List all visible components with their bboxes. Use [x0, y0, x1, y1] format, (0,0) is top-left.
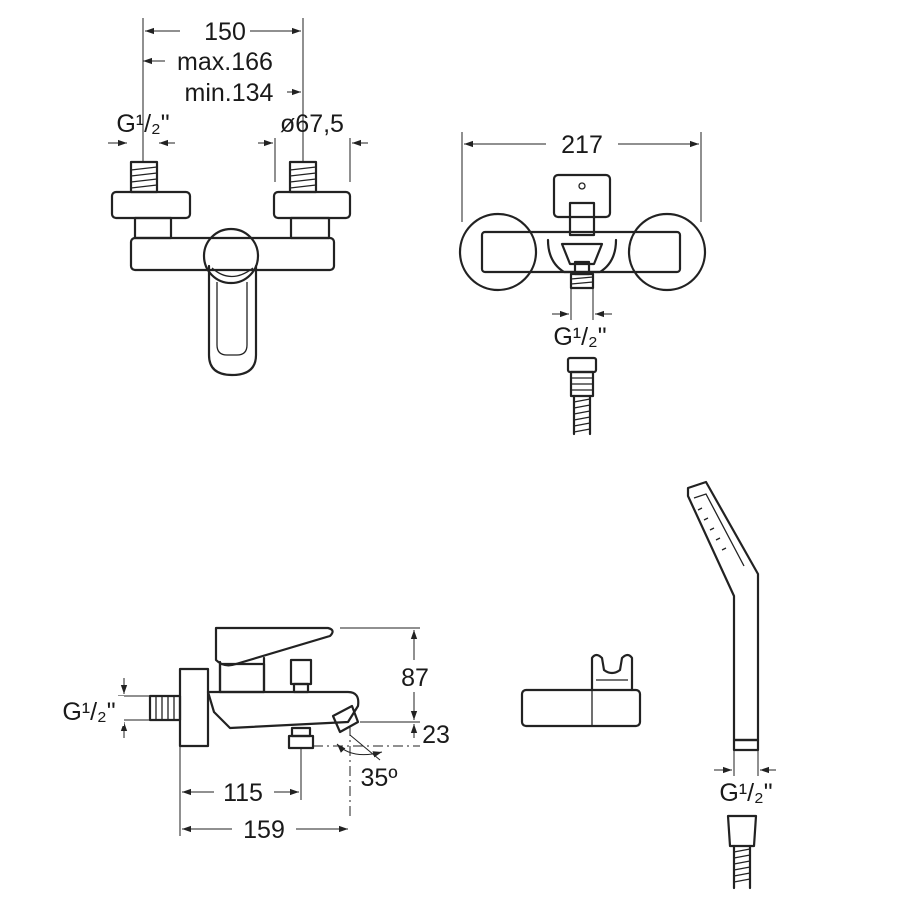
thread-label-front: G¹/₂": [116, 110, 169, 138]
left-escutcheon: [110, 190, 192, 220]
top-view: 217 G¹/₂": [458, 127, 707, 436]
mixer-body-top: [480, 230, 682, 274]
dim-217-label: 217: [561, 131, 603, 159]
mixer-lever: [207, 264, 258, 377]
right-inlet-connector: [288, 160, 318, 194]
hand-shower-body: [686, 480, 760, 742]
dim-min-label: min.134: [185, 79, 274, 107]
dim-max-label: max.166: [177, 48, 273, 76]
mixer-body-side: [206, 690, 360, 730]
holder-base: [520, 688, 642, 728]
dim-115-label: 115: [223, 779, 263, 807]
hand-shower-thread: [732, 738, 760, 752]
hose-end-hand-shower: [726, 814, 758, 890]
left-eccentric: [133, 216, 173, 240]
holder-clip: [590, 653, 634, 692]
hose-end-top: [566, 356, 598, 436]
wall-escutcheon-side: [178, 667, 210, 748]
right-eccentric: [289, 216, 331, 240]
left-escutcheon-top: [458, 212, 538, 292]
dim-23-label: 23: [422, 721, 450, 749]
shower-holder: [520, 653, 642, 728]
diverter-knob-side: [289, 658, 313, 686]
lever-side: [214, 626, 334, 667]
front-view: 150 max.166 min.134 G¹/₂" ø67,5: [108, 14, 368, 377]
inlet-thread-side: [148, 694, 182, 722]
dim-angle-label: 35º: [361, 764, 398, 792]
mixer-body: [129, 236, 336, 272]
diverter-top: [546, 238, 618, 274]
spout-outlet: [331, 704, 360, 734]
lever-top: [552, 173, 612, 219]
diameter-label: ø67,5: [280, 110, 344, 138]
side-view: G¹/₂" 87 23 35º 115 159: [54, 626, 450, 844]
lever-hub: [202, 227, 260, 285]
thread-label-side: G¹/₂": [62, 698, 115, 726]
right-escutcheon: [272, 190, 352, 220]
right-escutcheon-top: [627, 212, 707, 292]
dim-87-label: 87: [401, 664, 429, 692]
thread-label-top: G¹/₂": [553, 323, 606, 351]
thread-label-hand-shower: G¹/₂": [719, 779, 772, 807]
dim-159-label: 159: [243, 816, 285, 844]
bottom-connector: [287, 734, 315, 750]
dim-150-label: 150: [204, 18, 246, 46]
left-inlet-connector: [129, 160, 159, 194]
hand-shower: G¹/₂": [686, 480, 782, 890]
